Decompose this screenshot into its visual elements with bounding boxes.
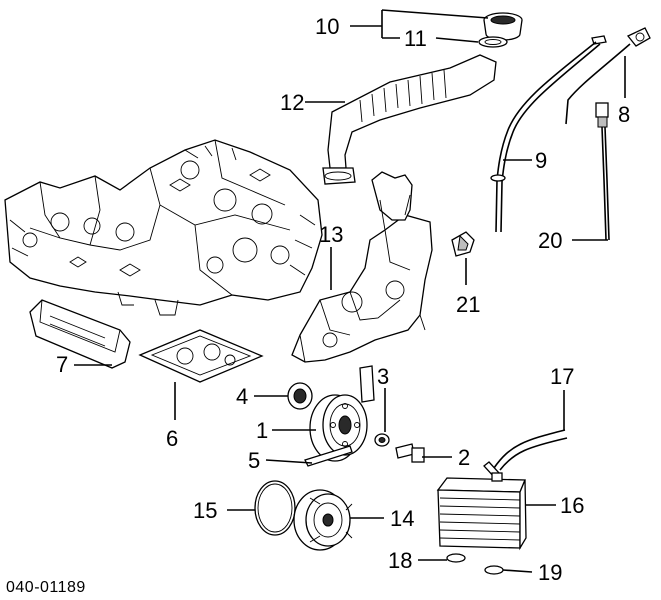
part-15-o-ring <box>254 480 296 536</box>
callout-10: 10 <box>315 14 339 39</box>
part-6-oil-pan-gasket <box>138 329 264 383</box>
callout-2: 2 <box>458 445 470 470</box>
callout-3: 3 <box>377 364 389 389</box>
callout-20: 20 <box>538 228 562 253</box>
part-7-heat-shield <box>29 299 131 369</box>
part-11-seal <box>478 36 508 48</box>
callout-14: 14 <box>390 506 414 531</box>
callout-21: 21 <box>456 292 480 317</box>
part-16-oil-cooler <box>436 472 527 551</box>
part-3-drive-shaft <box>359 365 390 447</box>
part-19-seal <box>484 565 504 575</box>
part-1-oil-pump <box>309 394 368 462</box>
callout-12: 12 <box>280 90 304 115</box>
callout-6: 6 <box>166 426 178 451</box>
part-21-sensor <box>451 231 475 257</box>
part-17-hose <box>483 429 568 479</box>
engine-block-illustration <box>4 139 323 316</box>
part-2-bolt <box>395 443 425 463</box>
callout-19: 19 <box>538 560 562 585</box>
diagram-code: 040-01189 <box>6 579 86 596</box>
part-10-cap <box>483 12 523 41</box>
callout-4: 4 <box>236 384 248 409</box>
part-13-oil-filter-housing <box>291 171 433 363</box>
part-18-seal <box>446 553 466 563</box>
callout-5: 5 <box>248 448 260 473</box>
callout-9: 9 <box>535 148 547 173</box>
part-4-seal-ring <box>287 382 313 410</box>
part-9-dipstick-tube <box>490 35 607 233</box>
callout-16: 16 <box>560 493 584 518</box>
part-14-filter-cover <box>293 489 353 551</box>
callout-15: 15 <box>193 498 217 523</box>
callout-18: 18 <box>388 548 412 573</box>
leader-lines <box>74 9 626 573</box>
callout-7: 7 <box>56 352 68 377</box>
callout-13: 13 <box>319 222 343 247</box>
callout-8: 8 <box>618 102 630 127</box>
callout-17: 17 <box>550 364 574 389</box>
part-20-dipstick-lower <box>595 102 610 241</box>
part-8-dipstick <box>565 27 651 125</box>
callout-11: 11 <box>404 26 427 51</box>
part-12-filler-tube <box>322 54 497 185</box>
part-5-gasket <box>304 445 353 467</box>
callout-1: 1 <box>256 418 268 443</box>
